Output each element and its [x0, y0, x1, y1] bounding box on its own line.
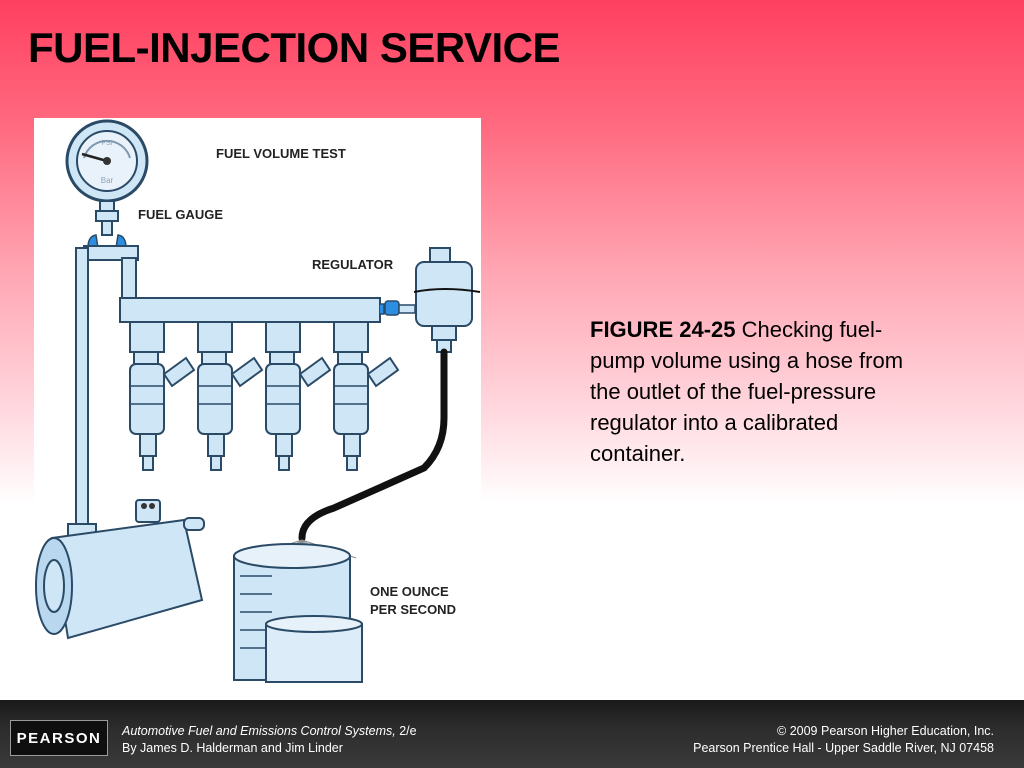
slide-footer: PEARSON Automotive Fuel and Emissions Co… — [0, 700, 1024, 768]
flow-rate-label-line1: ONE OUNCE — [370, 584, 449, 599]
flow-rate-label-line2: PER SECOND — [370, 602, 456, 617]
fuel-gauge: PSI Bar — [65, 119, 149, 249]
injector-4 — [333, 351, 400, 471]
gauge-unit-bottom: Bar — [101, 176, 114, 185]
pearson-logo-text: PEARSON — [16, 729, 102, 747]
book-authors: By James D. Halderman and Jim Linder — [122, 741, 343, 755]
gauge-unit-top: PSI — [101, 140, 112, 147]
copyright-notice: © 2009 Pearson Higher Education, Inc. — [777, 724, 994, 738]
pearson-logo: PEARSON — [10, 720, 108, 756]
fuel-injectors — [129, 351, 400, 471]
book-title-line: Automotive Fuel and Emissions Control Sy… — [122, 724, 417, 738]
fuel-volume-test-diagram: PSI Bar — [34, 118, 481, 685]
calibrated-container — [233, 543, 363, 683]
fuel-gauge-label: FUEL GAUGE — [138, 207, 223, 222]
injector-1 — [129, 351, 196, 471]
fuel-volume-test-label: FUEL VOLUME TEST — [216, 146, 346, 161]
slide-title: FUEL-INJECTION SERVICE — [28, 24, 560, 71]
injector-2 — [197, 351, 264, 471]
publisher-address: Pearson Prentice Hall - Upper Saddle Riv… — [693, 741, 994, 755]
book-title: Automotive Fuel and Emissions Control Sy… — [122, 724, 396, 738]
regulator-label: REGULATOR — [312, 257, 394, 272]
figure-number: FIGURE 24-25 — [590, 317, 736, 342]
fuel-pump — [35, 499, 205, 640]
diagram-drawing: PSI Bar — [35, 119, 481, 683]
figure-caption: FIGURE 24-25 Checking fuel-pump volume u… — [590, 314, 910, 469]
book-edition: 2/e — [395, 724, 417, 738]
injector-3 — [265, 351, 332, 471]
fuel-pressure-regulator — [413, 247, 481, 353]
fuel-rail — [119, 297, 416, 353]
figure-description: Checking fuel-pump volume using a hose f… — [590, 317, 904, 466]
fuel-supply-line — [75, 245, 139, 531]
return-hose — [298, 348, 448, 542]
